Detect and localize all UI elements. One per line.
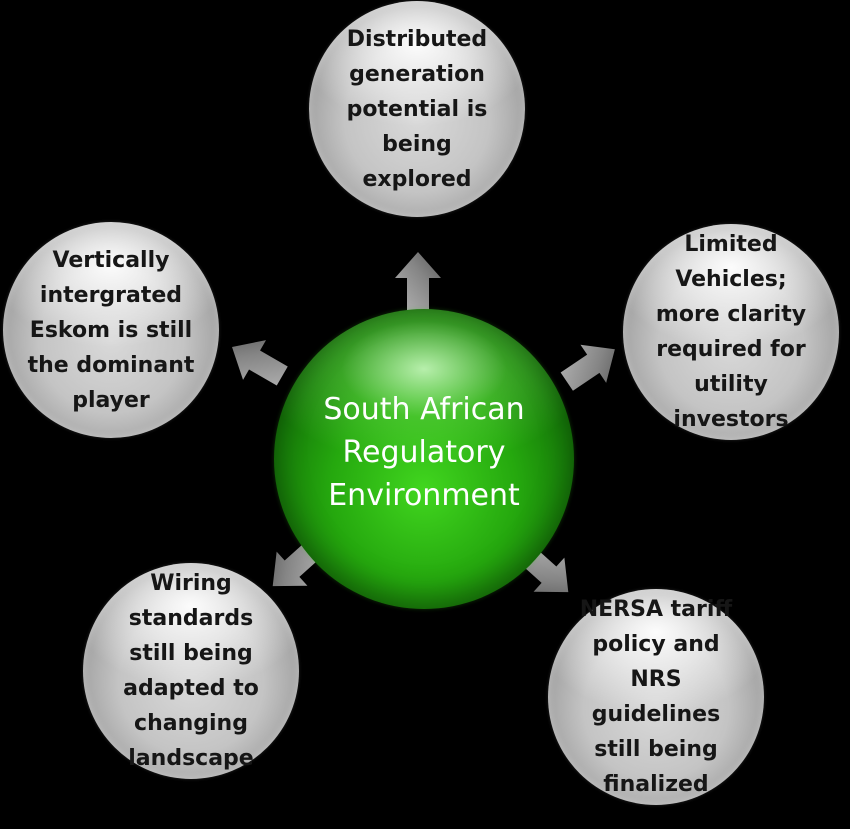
center-node-label: South African Regulatory Environment (323, 391, 525, 513)
node-upper-right-label: Limited Vehicles; more clarity required … (655, 232, 807, 432)
node-upper-left-label: Vertically intergrated Eskom is still th… (27, 247, 195, 413)
arrow-to-upper-left-node (232, 340, 288, 386)
node-lower-right: NERSA tariff policy and NRS guidelines s… (548, 589, 764, 805)
node-lower-left: Wiring standards still being adapted to … (83, 563, 299, 779)
node-top-label: Distributed generation potential is bein… (346, 26, 488, 192)
node-upper-left: Vertically intergrated Eskom is still th… (3, 222, 219, 438)
node-lower-right-label: NERSA tariff policy and NRS guidelines s… (579, 597, 733, 797)
center-node: South African Regulatory Environment (274, 309, 574, 609)
arrow-to-top-node (395, 252, 441, 310)
node-lower-left-label: Wiring standards still being adapted to … (123, 571, 259, 771)
node-top: Distributed generation potential is bein… (309, 1, 525, 217)
node-upper-right: Limited Vehicles; more clarity required … (623, 224, 839, 440)
arrow-to-upper-right-node (560, 344, 615, 391)
